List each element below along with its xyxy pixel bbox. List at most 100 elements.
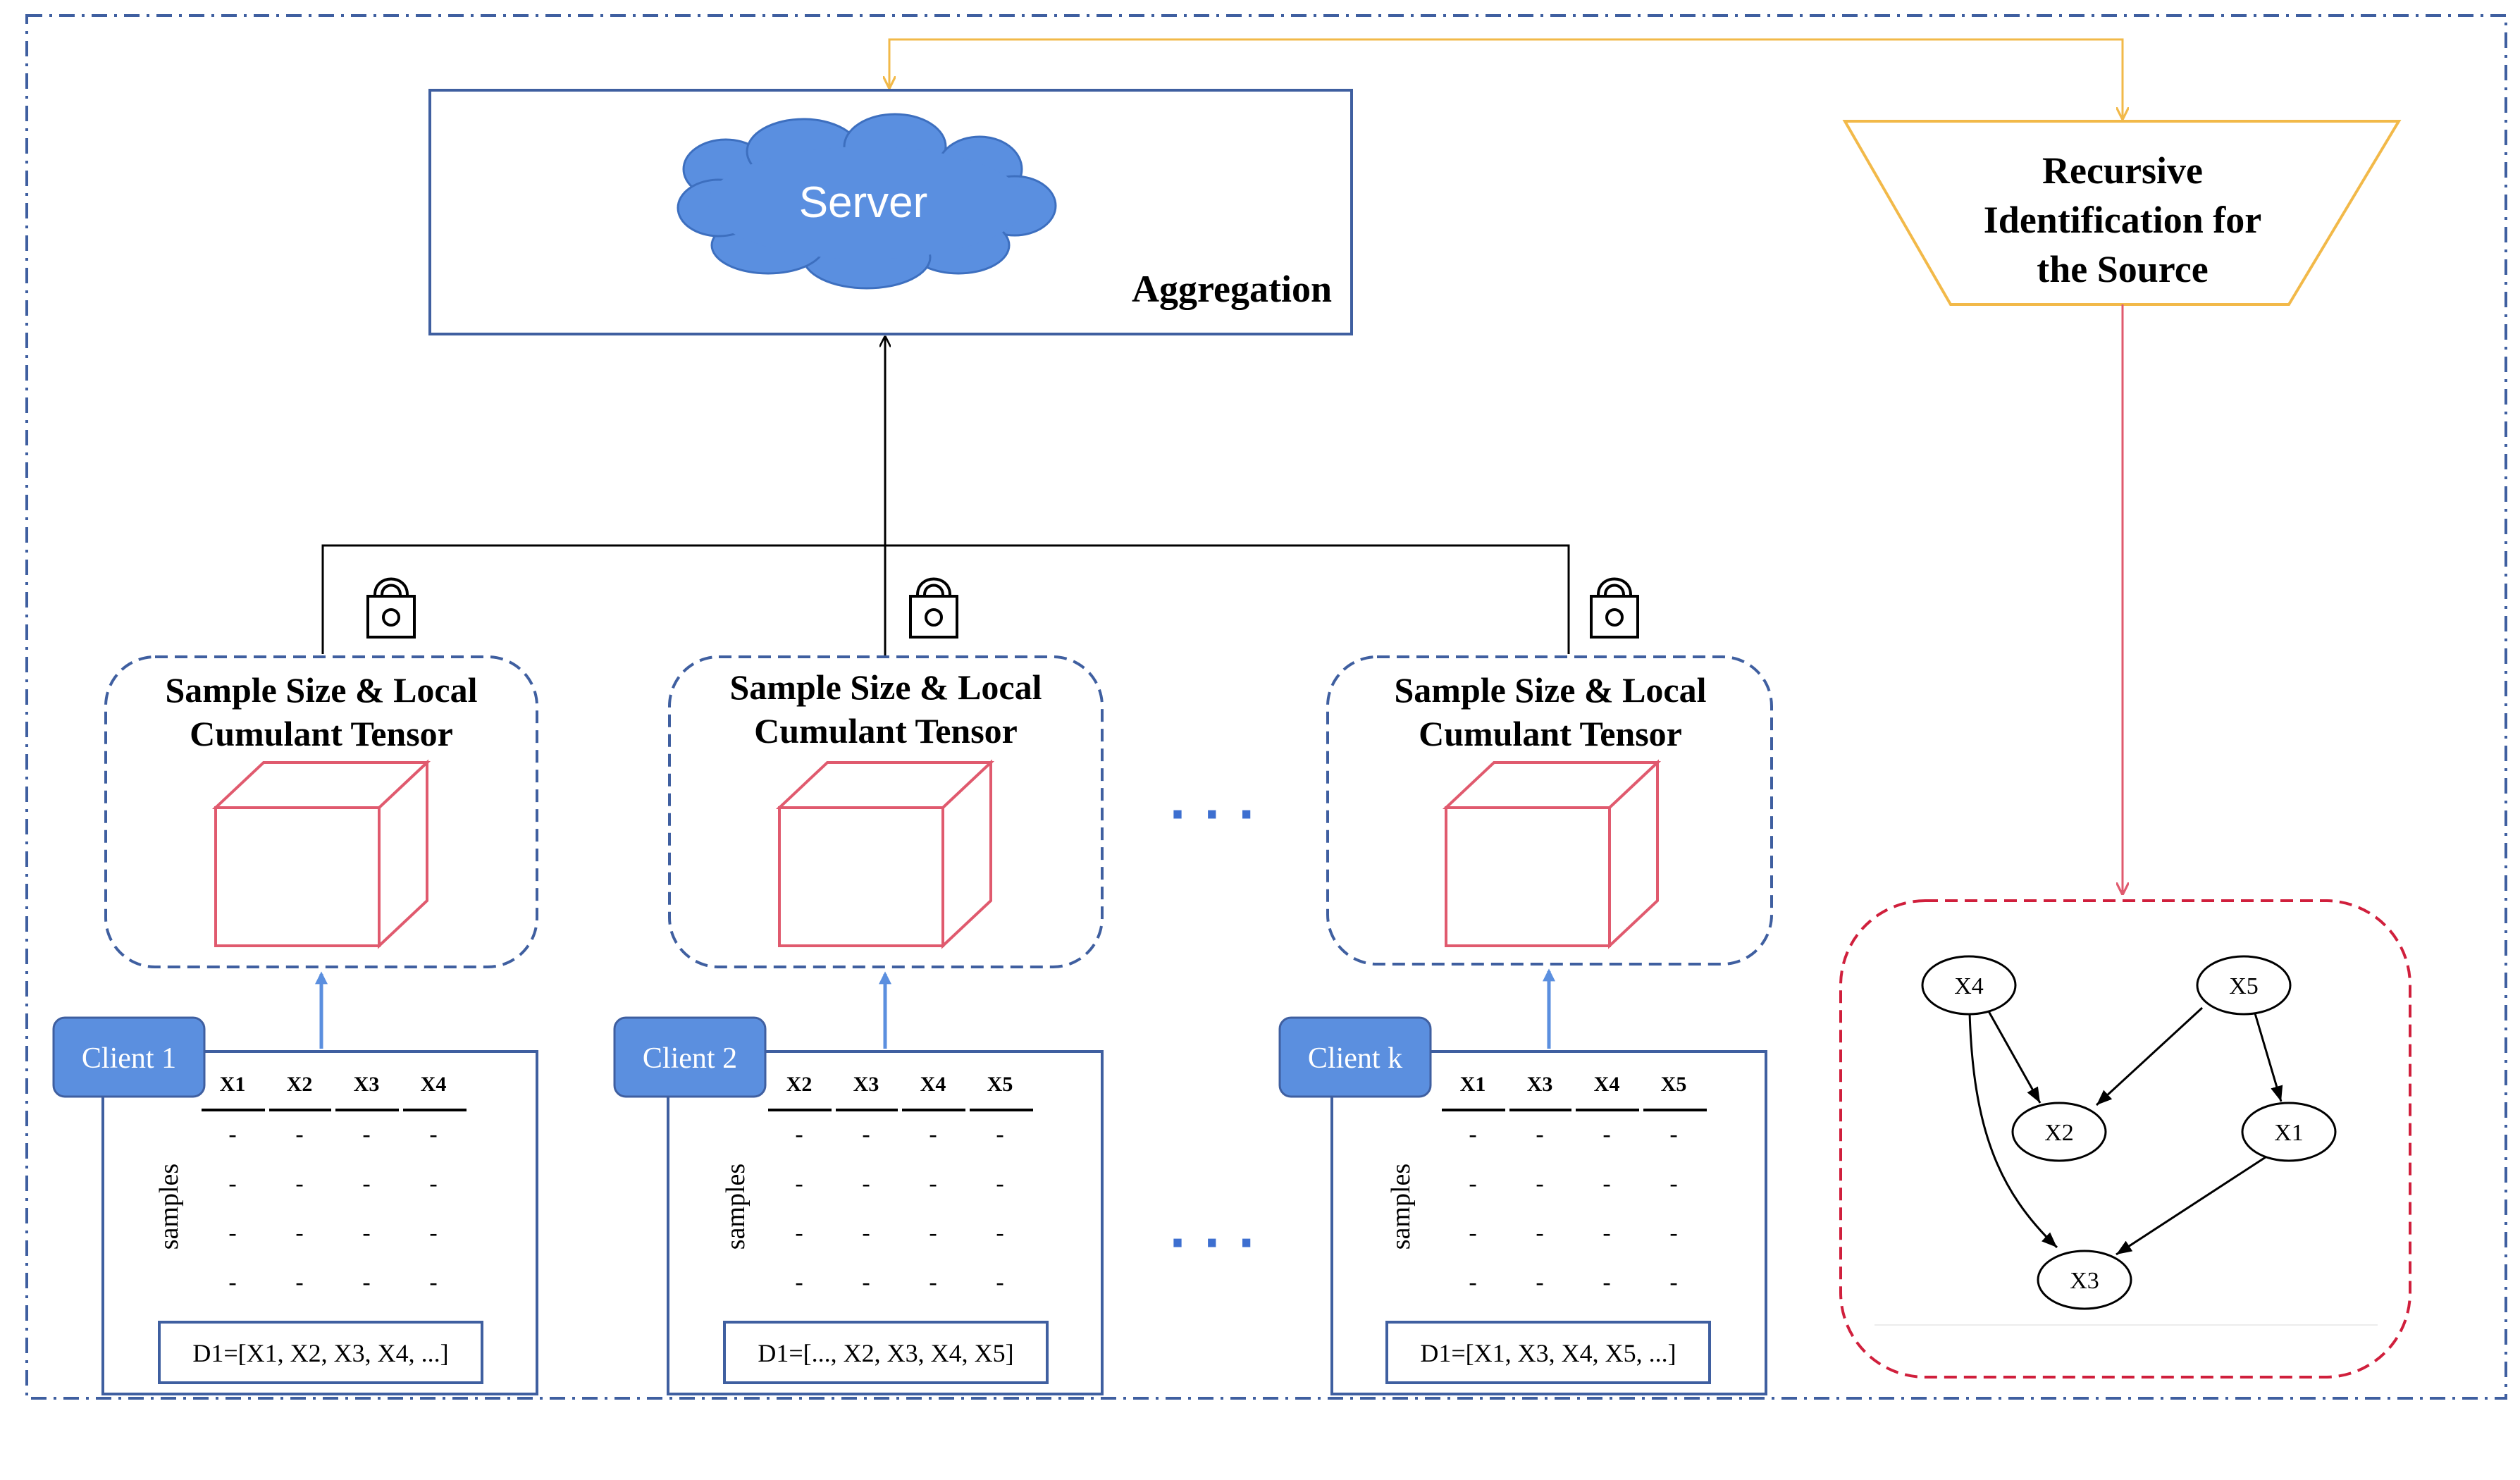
- table-cell: -: [1536, 1269, 1543, 1295]
- aggregation-bus: [321, 544, 1570, 654]
- causal-graph-panel: [1839, 899, 2411, 1379]
- lock-icon: [366, 577, 416, 639]
- table-cell: -: [295, 1220, 303, 1246]
- table-cell: -: [1602, 1171, 1610, 1197]
- column-header: X2: [786, 1073, 813, 1096]
- table-cell: -: [429, 1171, 437, 1197]
- table-cell: -: [862, 1121, 870, 1147]
- table-cell: -: [1669, 1220, 1677, 1246]
- table-cell: -: [862, 1171, 870, 1197]
- dataset-box: [1385, 1321, 1711, 1384]
- column-header: X4: [421, 1073, 447, 1096]
- table-cell: -: [929, 1171, 937, 1197]
- client-1-group: Sample Size & Local Cumulant Tensor Clie…: [52, 655, 538, 1395]
- lock-icon: [909, 577, 958, 639]
- server-label: Server: [799, 178, 928, 227]
- table-cell: -: [795, 1220, 803, 1246]
- table-cell: -: [1469, 1171, 1476, 1197]
- table-cell: -: [1602, 1121, 1610, 1147]
- graph-node-label: X5: [2229, 973, 2259, 999]
- lock-icon: [1590, 577, 1639, 639]
- column-header: X1: [220, 1073, 246, 1096]
- graph-node-label: X2: [2044, 1120, 2074, 1146]
- dataset-box: [723, 1321, 1049, 1384]
- table-cell: -: [295, 1171, 303, 1197]
- column-header: X4: [920, 1073, 946, 1096]
- table-cell: -: [1536, 1121, 1543, 1147]
- table-cell: -: [862, 1220, 870, 1246]
- table-cell: -: [996, 1171, 1003, 1197]
- client-name: Client k: [1308, 1042, 1402, 1075]
- table-cell: -: [362, 1269, 370, 1295]
- table-cell: -: [429, 1121, 437, 1147]
- table-cell: -: [1602, 1220, 1610, 1246]
- table-cell: -: [295, 1121, 303, 1147]
- ellipsis-top: · · ·: [1170, 782, 1257, 845]
- column-header: X5: [1661, 1073, 1687, 1096]
- tensor-title-line-2: Cumulant Tensor: [754, 711, 1018, 751]
- table-cell: -: [1602, 1269, 1610, 1295]
- table-cell: -: [929, 1121, 937, 1147]
- dataset-box: [158, 1321, 483, 1384]
- identification-line-2: Identification for: [1984, 199, 2261, 241]
- client-name: Client 1: [82, 1042, 176, 1075]
- edge-x1-x3: [2116, 1154, 2268, 1256]
- table-cell: -: [228, 1220, 236, 1246]
- column-header: X1: [1460, 1073, 1486, 1096]
- graph-node: [1921, 955, 2017, 1016]
- graph-node: [2241, 1102, 2337, 1162]
- causal-graph-nodes: X4 X5 X2 X1 X3: [1921, 955, 2337, 1310]
- table-cell: -: [996, 1269, 1003, 1295]
- server-cloud: [677, 113, 1057, 290]
- cumulant-tensor-cube: [211, 759, 431, 949]
- table-cell: -: [429, 1220, 437, 1246]
- dataset-label: D1=[..., X2, X3, X4, X5]: [758, 1339, 1013, 1367]
- table-cell: -: [362, 1220, 370, 1246]
- identification-line-3: the Source: [2037, 248, 2208, 290]
- column-header: X5: [987, 1073, 1013, 1096]
- graph-node-label: X4: [1954, 973, 1984, 999]
- client-2-badge[interactable]: [613, 1016, 767, 1098]
- table-cell: -: [996, 1220, 1003, 1246]
- column-header: X3: [1527, 1073, 1553, 1096]
- table-cell: -: [362, 1121, 370, 1147]
- table-cell: -: [1536, 1220, 1543, 1246]
- table-cell: -: [795, 1121, 803, 1147]
- samples-label: samples: [154, 1164, 184, 1250]
- table-cell: -: [228, 1171, 236, 1197]
- samples-label: samples: [721, 1164, 751, 1250]
- table-cell: -: [362, 1171, 370, 1197]
- table-cell: -: [1669, 1269, 1677, 1295]
- graph-node: [2011, 1102, 2107, 1162]
- identification-line-1: Recursive: [2042, 149, 2203, 192]
- column-header: X2: [287, 1073, 313, 1096]
- edge-x5-x1: [2254, 1013, 2283, 1102]
- client-k-badge[interactable]: [1278, 1016, 1432, 1098]
- outer-frame: [25, 14, 2507, 1400]
- edge-x4-x2: [1987, 1011, 2042, 1104]
- table-cell: -: [1669, 1121, 1677, 1147]
- table-cell: -: [1536, 1171, 1543, 1197]
- client-k-group: Sample Size & Local Cumulant Tensor Clie…: [1278, 655, 1773, 1395]
- tensor-title-line-2: Cumulant Tensor: [190, 714, 453, 753]
- column-header: X4: [1594, 1073, 1620, 1096]
- table-cell: -: [429, 1269, 437, 1295]
- client-2-group: Sample Size & Local Cumulant Tensor Clie…: [613, 655, 1104, 1395]
- ellipsis-bottom: · · ·: [1170, 1211, 1257, 1274]
- tensor-title-line-2: Cumulant Tensor: [1419, 714, 1682, 753]
- tensor-title-line-1: Sample Size & Local: [729, 667, 1042, 707]
- dataset-label: D1=[X1, X3, X4, X5, ...]: [1420, 1339, 1676, 1367]
- table-cell: -: [1469, 1121, 1476, 1147]
- cumulant-tensor-cube: [775, 759, 995, 949]
- table-cell: -: [1469, 1269, 1476, 1295]
- cumulant-tensor-cube: [1442, 759, 1662, 949]
- table-cell: -: [929, 1269, 937, 1295]
- identification-trapezoid: [1842, 120, 2402, 306]
- graph-node: [2196, 955, 2292, 1016]
- table-cell: -: [795, 1171, 803, 1197]
- graph-node: [2037, 1250, 2132, 1310]
- client-1-badge[interactable]: [52, 1016, 206, 1098]
- column-header: X3: [354, 1073, 380, 1096]
- edge-x5-x2: [2095, 1006, 2204, 1106]
- tensor-title-line-1: Sample Size & Local: [1394, 670, 1706, 710]
